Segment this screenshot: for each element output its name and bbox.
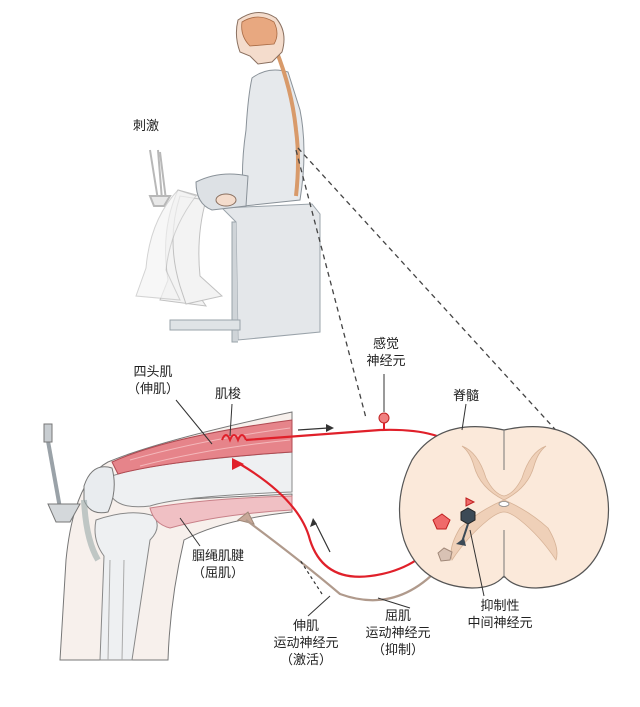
label-extensor-motor: 伸肌 运动神经元 （激活） (256, 618, 356, 669)
arrow-flexor (299, 559, 323, 595)
arrow-efferent (315, 523, 331, 553)
zoom-line-1 (295, 149, 367, 419)
label-flexor-motor-line2: 运动神经元 (365, 626, 431, 641)
central-canal (498, 501, 510, 507)
label-extensor-motor-line2: 运动神经元 (273, 636, 339, 651)
gown (241, 69, 305, 207)
reflex-hammer (43, 423, 81, 523)
brain (241, 16, 278, 47)
tibia (94, 512, 158, 661)
leader-lines (175, 374, 485, 617)
zoom-line-2 (297, 147, 575, 451)
reflex-hammer-ghosts (148, 149, 172, 207)
label-stimulus: 刺激 (132, 119, 159, 134)
arrow-afferent (297, 427, 329, 431)
seated-person (135, 12, 575, 451)
label-sensory-neuron: 感觉 神经元 (356, 336, 416, 370)
label-sensory-neuron-line2: 神经元 (366, 354, 406, 369)
flexor-motor-axon (245, 519, 447, 602)
label-hamstring-line2: （屈肌） (191, 566, 244, 581)
label-hamstring-line1: 腘绳肌腱 (191, 549, 244, 564)
extensor-motor-ending (232, 458, 244, 470)
stimulus-legs (135, 189, 224, 307)
label-flexor-motor: 屈肌 运动神经元 （抑制） (348, 608, 448, 659)
label-extensor-motor-line1: 伸肌 (292, 619, 319, 634)
label-hamstring: 腘绳肌腱 （屈肌） (176, 548, 260, 582)
label-interneuron-line1: 抑制性 (480, 599, 520, 614)
sensory-cell-body (378, 412, 390, 424)
flexor-motor-soma (437, 547, 453, 562)
patella (83, 466, 115, 514)
inhibitory-interneuron (460, 507, 476, 525)
muscle-spindle-icon (221, 434, 247, 443)
quadriceps-muscle (111, 419, 293, 475)
spinal-cord (398, 426, 610, 589)
label-flexor-motor-line3: （抑制） (371, 643, 424, 658)
label-extensor-motor-line3: （激活） (279, 653, 332, 668)
hamstring-muscle (149, 495, 293, 529)
label-sensory-neuron-line1: 感觉 (372, 337, 399, 352)
sensory-terminal (465, 497, 476, 507)
label-flexor-motor-line1: 屈肌 (384, 609, 411, 624)
label-quadriceps-line2: （伸肌） (126, 382, 179, 397)
extensor-motor-soma (432, 513, 451, 530)
label-muscle-spindle: 肌梭 (214, 387, 241, 402)
label-interneuron-line2: 中间神经元 (467, 616, 533, 631)
stool-base (169, 319, 241, 331)
label-quadriceps: 四头肌 （伸肌） (120, 364, 186, 398)
label-quadriceps-line1: 四头肌 (133, 365, 173, 380)
label-interneuron: 抑制性 中间神经元 (450, 598, 550, 632)
flexor-motor-ending (236, 511, 255, 525)
label-spinal-cord: 脊髓 (452, 389, 479, 404)
spine (274, 49, 300, 197)
knee-section (43, 411, 293, 661)
